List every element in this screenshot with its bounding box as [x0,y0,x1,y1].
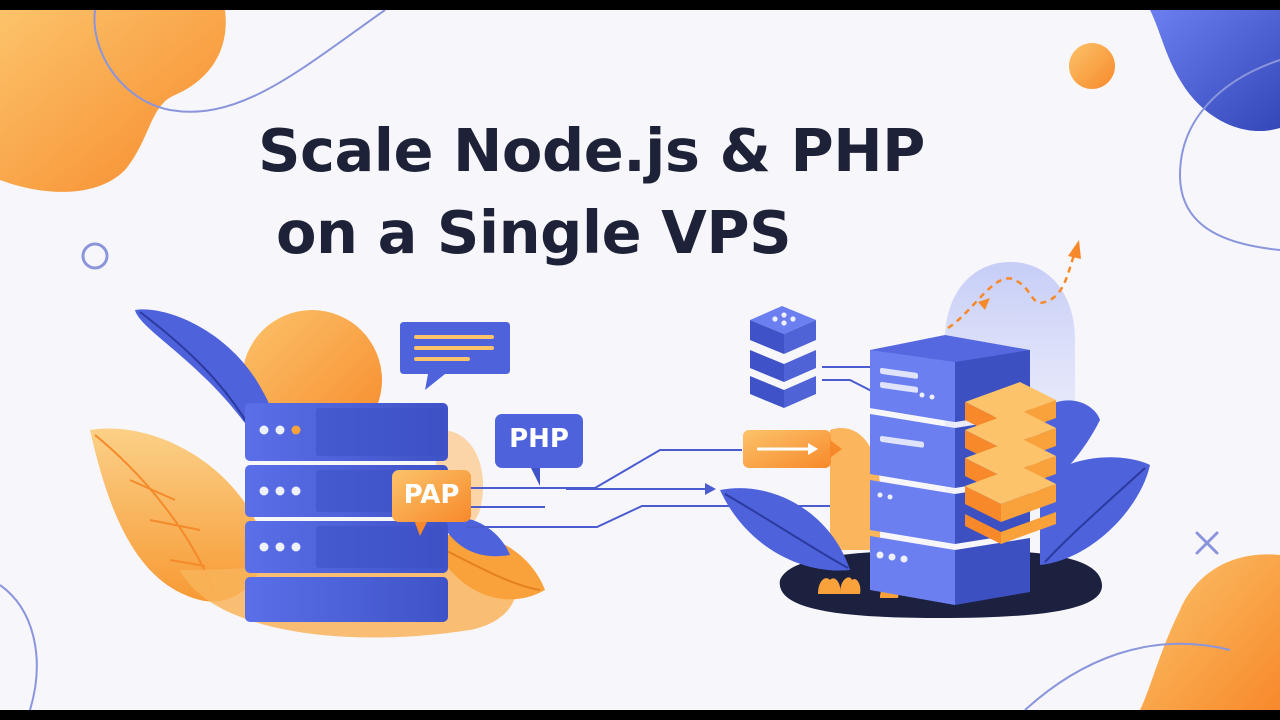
close-icon [1195,531,1219,555]
ring-decoration [81,242,109,270]
thumbnail-canvas: PHP PAP Scale Node.js & PHP on a Single … [0,10,1280,710]
pap-badge-label: PAP [403,480,460,510]
data-stack-icon [750,306,816,408]
forward-arrow-icon [743,430,842,468]
connection-arrowhead [705,483,716,495]
pap-badge-icon [392,470,471,536]
message-bubble-icon [400,322,510,390]
corner-blob-bottom-right [1024,554,1280,710]
title-line-2: on a Single VPS [276,198,792,267]
illustration [0,10,1280,710]
corner-blob-top-left [0,10,386,192]
page-title: Scale Node.js & PHP on a Single VPS [258,110,1018,274]
corner-line-bottom-left [0,584,38,710]
php-badge-label: PHP [509,424,569,454]
corner-blob-top-right [1069,10,1280,251]
php-badge-icon [495,414,583,486]
orange-storage-stack [965,382,1056,544]
title-line-1: Scale Node.js & PHP [258,116,925,185]
growth-arrow-icon [947,240,1081,330]
